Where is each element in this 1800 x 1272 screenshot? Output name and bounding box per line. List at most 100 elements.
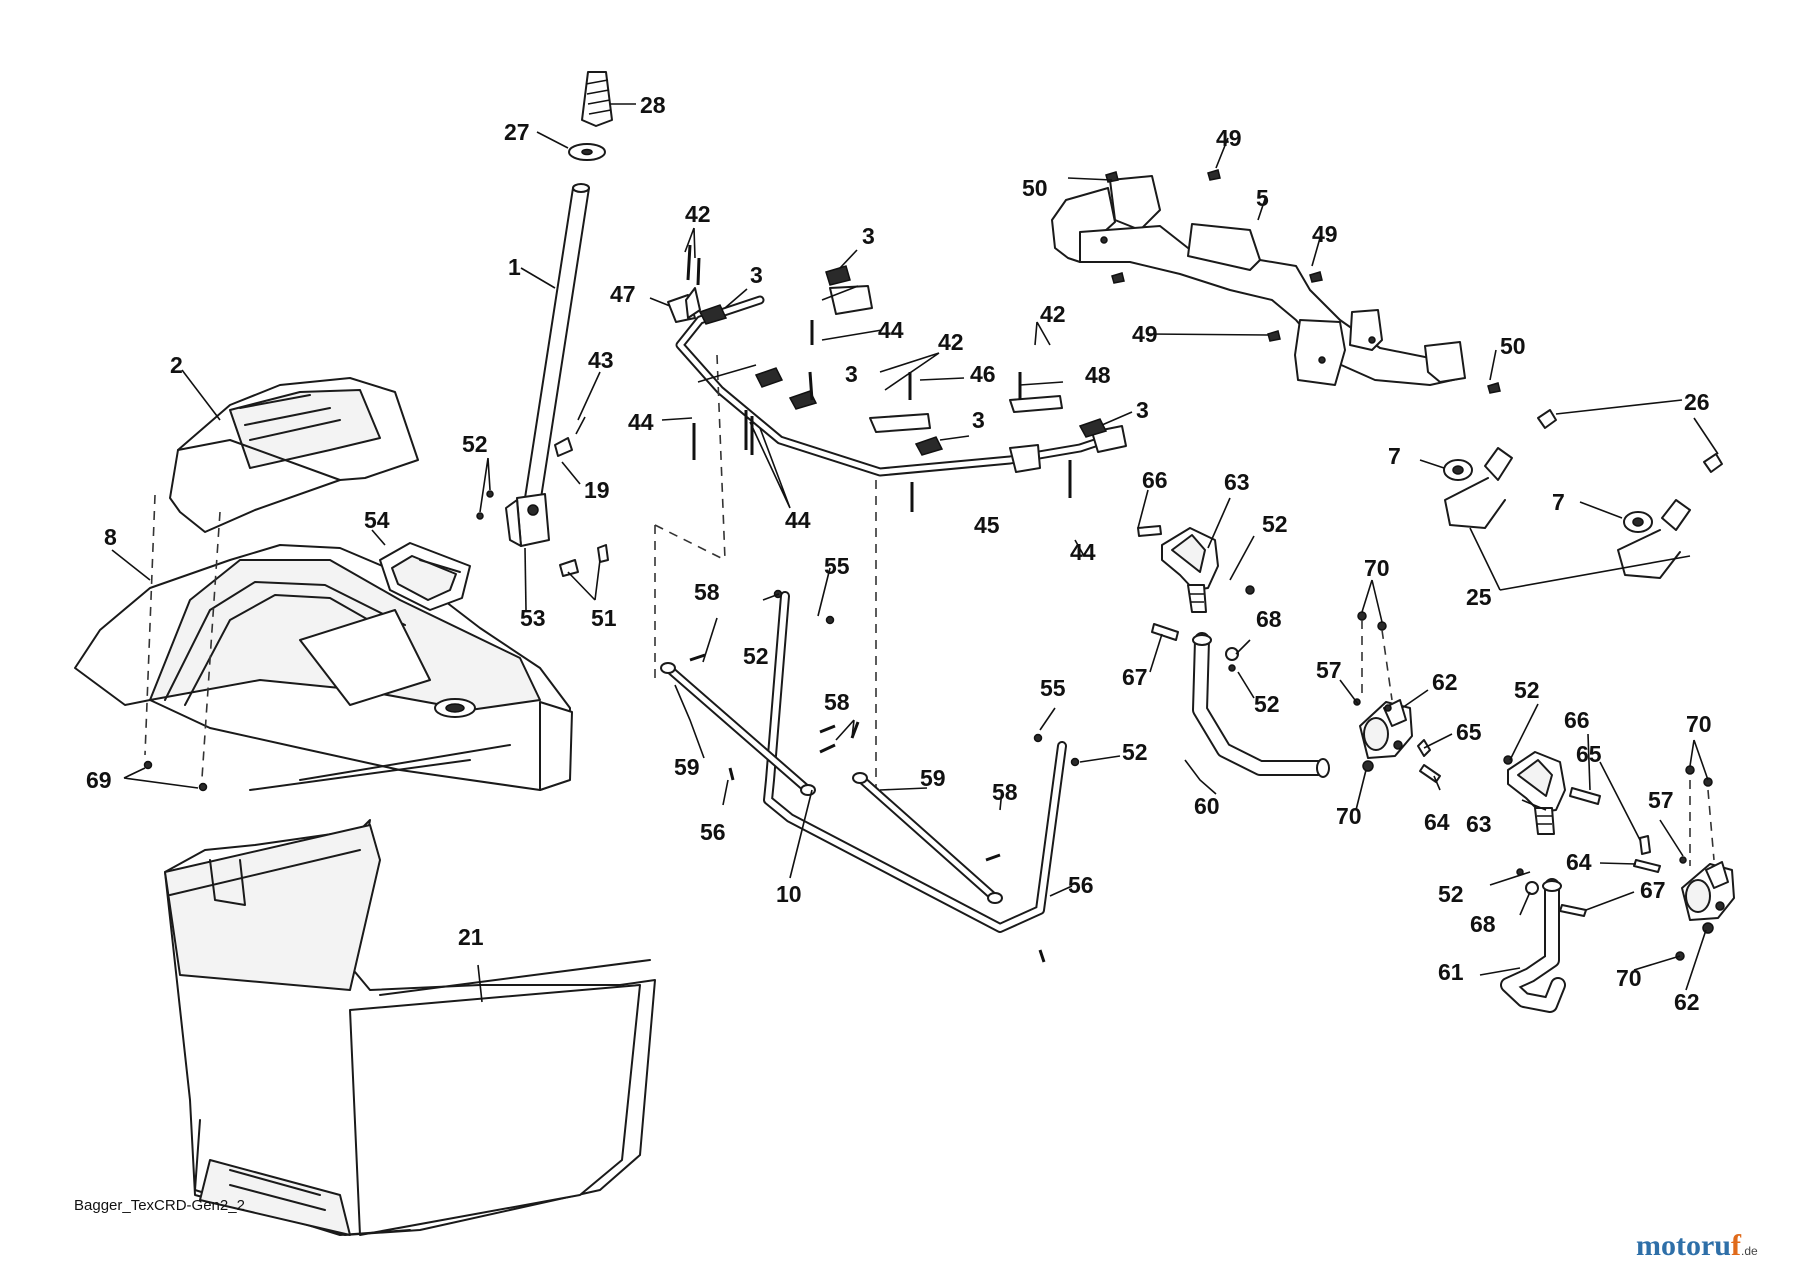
screws-69 <box>143 760 208 792</box>
callout: 3 <box>845 361 858 387</box>
callout: 67 <box>1640 877 1666 903</box>
callout: 2 <box>170 352 183 378</box>
callout: 58 <box>992 779 1018 805</box>
callout: 49 <box>1312 221 1338 247</box>
pedal-hardware-1 <box>1137 525 1255 672</box>
pivot-hardware-2 <box>1633 765 1713 873</box>
callout: 56 <box>1068 872 1094 898</box>
callout: 26 <box>1684 389 1710 415</box>
callout: 5 <box>1256 185 1269 211</box>
callout: 59 <box>674 754 700 780</box>
callout: 42 <box>1040 301 1066 327</box>
rod-bracket <box>505 493 550 547</box>
callout: 49 <box>1132 321 1158 347</box>
washer <box>568 143 606 161</box>
callout: 50 <box>1022 175 1048 201</box>
callout: 44 <box>785 507 811 533</box>
svg-text:motoruf.de: motoruf.de <box>1636 1229 1758 1262</box>
callout: 65 <box>1456 719 1482 745</box>
callout: 70 <box>1364 555 1390 581</box>
callout: 43 <box>588 347 614 373</box>
callout: 49 <box>1216 125 1242 151</box>
callout: 67 <box>1122 664 1148 690</box>
callout: 63 <box>1224 469 1250 495</box>
callout: 61 <box>1438 959 1464 985</box>
callout: 62 <box>1674 989 1700 1015</box>
callout: 68 <box>1470 911 1496 937</box>
callout: 63 <box>1466 811 1492 837</box>
callout: 52 <box>1262 511 1288 537</box>
callout: 52 <box>743 643 769 669</box>
watermark-accent: f <box>1731 1229 1742 1262</box>
drawing-caption: Bagger_TexCRD-Gen2_2 <box>74 1197 245 1214</box>
callout: 19 <box>584 477 610 503</box>
pivot-bracket-2 <box>1675 861 1735 961</box>
callout: 25 <box>1466 584 1492 610</box>
callout: 47 <box>610 281 636 307</box>
callout: 44 <box>878 317 904 343</box>
callout: 7 <box>1388 443 1401 469</box>
bag-cover <box>169 377 419 533</box>
callout: 8 <box>104 524 117 550</box>
handle-grip <box>581 71 613 127</box>
latch-upper <box>1443 409 1557 529</box>
bag-handle <box>379 542 471 611</box>
callout: 55 <box>824 553 850 579</box>
callout: 70 <box>1336 803 1362 829</box>
watermark-suffix: .de <box>1741 1244 1758 1258</box>
callout: 3 <box>750 262 763 288</box>
callout: 60 <box>1194 793 1220 819</box>
callout: 66 <box>1564 707 1590 733</box>
callout: 57 <box>1648 787 1674 813</box>
callout: 1 <box>508 254 521 280</box>
callout: 3 <box>1136 397 1149 423</box>
callout: 62 <box>1432 669 1458 695</box>
callout: 42 <box>938 329 964 355</box>
callout: 64 <box>1566 849 1592 875</box>
frame-screws <box>686 244 1072 512</box>
callout: 44 <box>628 409 654 435</box>
callout: 21 <box>458 924 484 950</box>
callout: 59 <box>920 765 946 791</box>
callout: 46 <box>970 361 996 387</box>
mount-bracket <box>1051 175 1466 386</box>
upper-frame <box>667 285 1127 477</box>
callout: 53 <box>520 605 546 631</box>
callout: 69 <box>86 767 112 793</box>
pivot-bracket-1 <box>1359 699 1413 772</box>
callout: 48 <box>1085 362 1111 388</box>
callout: 52 <box>462 431 488 457</box>
callout: 44 <box>1070 539 1096 565</box>
callout: 58 <box>694 579 720 605</box>
callout: 52 <box>1122 739 1148 765</box>
callout: 54 <box>364 507 390 533</box>
callout: 42 <box>685 201 711 227</box>
bag-top <box>74 544 573 791</box>
lower-frame <box>660 591 1067 933</box>
callout: 56 <box>700 819 726 845</box>
callout: 70 <box>1686 711 1712 737</box>
bag-basket <box>164 819 656 1236</box>
callout: 28 <box>640 92 666 118</box>
pedal-hardware-2 <box>1503 755 1601 917</box>
callout: 55 <box>1040 675 1066 701</box>
callout: 45 <box>974 512 1000 538</box>
leader-lines <box>111 103 1719 1003</box>
latch-lower <box>1617 453 1723 579</box>
callout: 58 <box>824 689 850 715</box>
callout: 52 <box>1254 691 1280 717</box>
bracket-bolts <box>1105 169 1501 394</box>
callout: 10 <box>776 881 802 907</box>
callout: 27 <box>504 119 530 145</box>
callout: 3 <box>972 407 985 433</box>
callout-labels: 28 27 1 43 19 52 53 51 2 54 8 69 21 42 3… <box>86 92 1712 1015</box>
callout: 70 <box>1616 965 1642 991</box>
callout: 51 <box>591 605 617 631</box>
callout: 64 <box>1424 809 1450 835</box>
watermark-main: motoru <box>1636 1229 1731 1262</box>
callout: 66 <box>1142 467 1168 493</box>
bolts-bracket <box>476 437 609 577</box>
callout: 65 <box>1576 741 1602 767</box>
frame-clips <box>685 265 1108 456</box>
